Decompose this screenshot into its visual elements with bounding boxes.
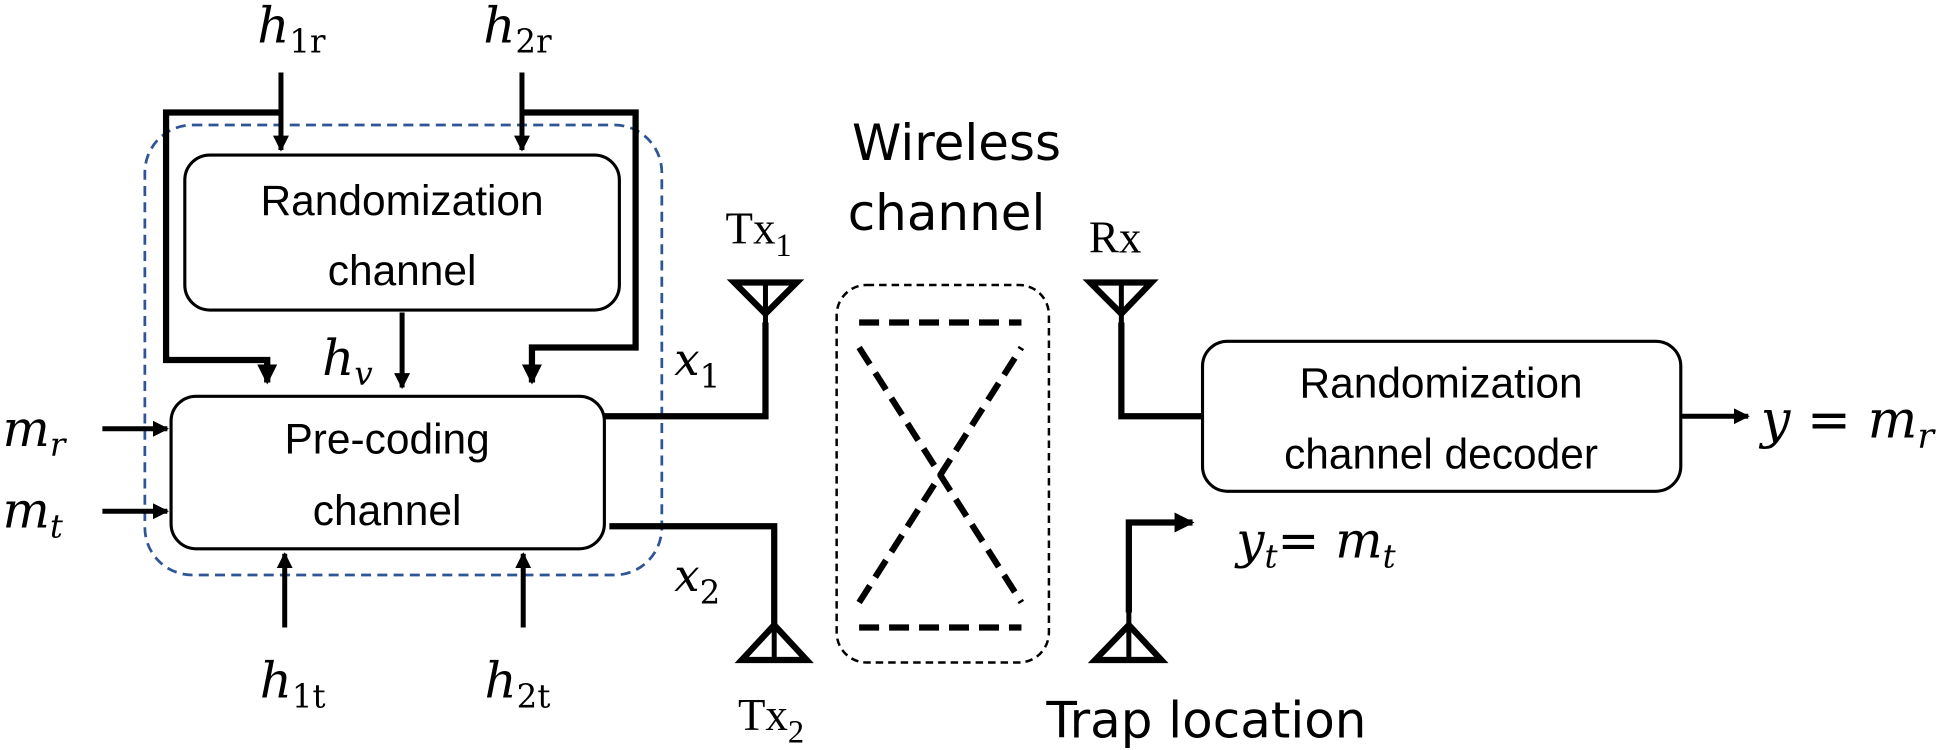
h2r-bypass-wire — [521, 109, 639, 385]
tx1-label: Tx1 — [726, 204, 792, 265]
h2t-label: h2t — [485, 651, 551, 715]
tx1-antenna-icon — [726, 279, 805, 323]
precoding-channel-label-line1: Pre-coding — [284, 416, 489, 463]
wireless-channel-label-line2: channel — [848, 184, 1046, 242]
yt-output-label: yt= mt — [1234, 511, 1396, 575]
mr-label: mr — [2, 400, 67, 464]
encoder-boundary — [143, 123, 664, 577]
tx2-antenna-icon — [734, 612, 814, 664]
wireless-channel-block — [835, 283, 1051, 664]
y-output-label: y = mr — [1759, 389, 1937, 456]
h1t-label: h1t — [260, 651, 326, 715]
mt-label: mt — [2, 481, 63, 545]
trap-output-wire — [1125, 512, 1195, 613]
x1-label: x1 — [674, 333, 720, 396]
precoding-channel-block: Pre-coding channel — [169, 394, 606, 551]
randomization-channel-label-line2: channel — [328, 247, 477, 294]
trap-antenna-icon — [1087, 612, 1169, 664]
wireless-channel-label-line1: Wireless — [852, 114, 1061, 172]
decoder-label-line2: channel decoder — [1284, 431, 1598, 478]
decoder-block: Randomization channel decoder — [1200, 339, 1683, 493]
tx2-label: Tx2 — [738, 690, 804, 750]
randomization-channel-block: Randomization channel — [183, 153, 621, 312]
x2-label: x2 — [674, 549, 720, 612]
rx-antenna-icon — [1082, 279, 1159, 323]
randomization-channel-label-line1: Randomization — [261, 177, 544, 224]
h2r-label: h2r — [483, 0, 552, 61]
precoding-channel-label-line2: channel — [313, 487, 462, 534]
x1-wire — [604, 322, 769, 420]
h1r-label: h1r — [257, 0, 326, 61]
link-tx2-rx — [856, 345, 1025, 605]
h1r-bypass-wire — [162, 109, 281, 385]
decoder-label-line1: Randomization — [1299, 359, 1582, 406]
hv-label: hv — [322, 329, 373, 393]
rx-wire — [1118, 322, 1203, 420]
trap-location-label: Trap location — [1045, 691, 1366, 749]
rx-label: Rx — [1089, 212, 1141, 262]
